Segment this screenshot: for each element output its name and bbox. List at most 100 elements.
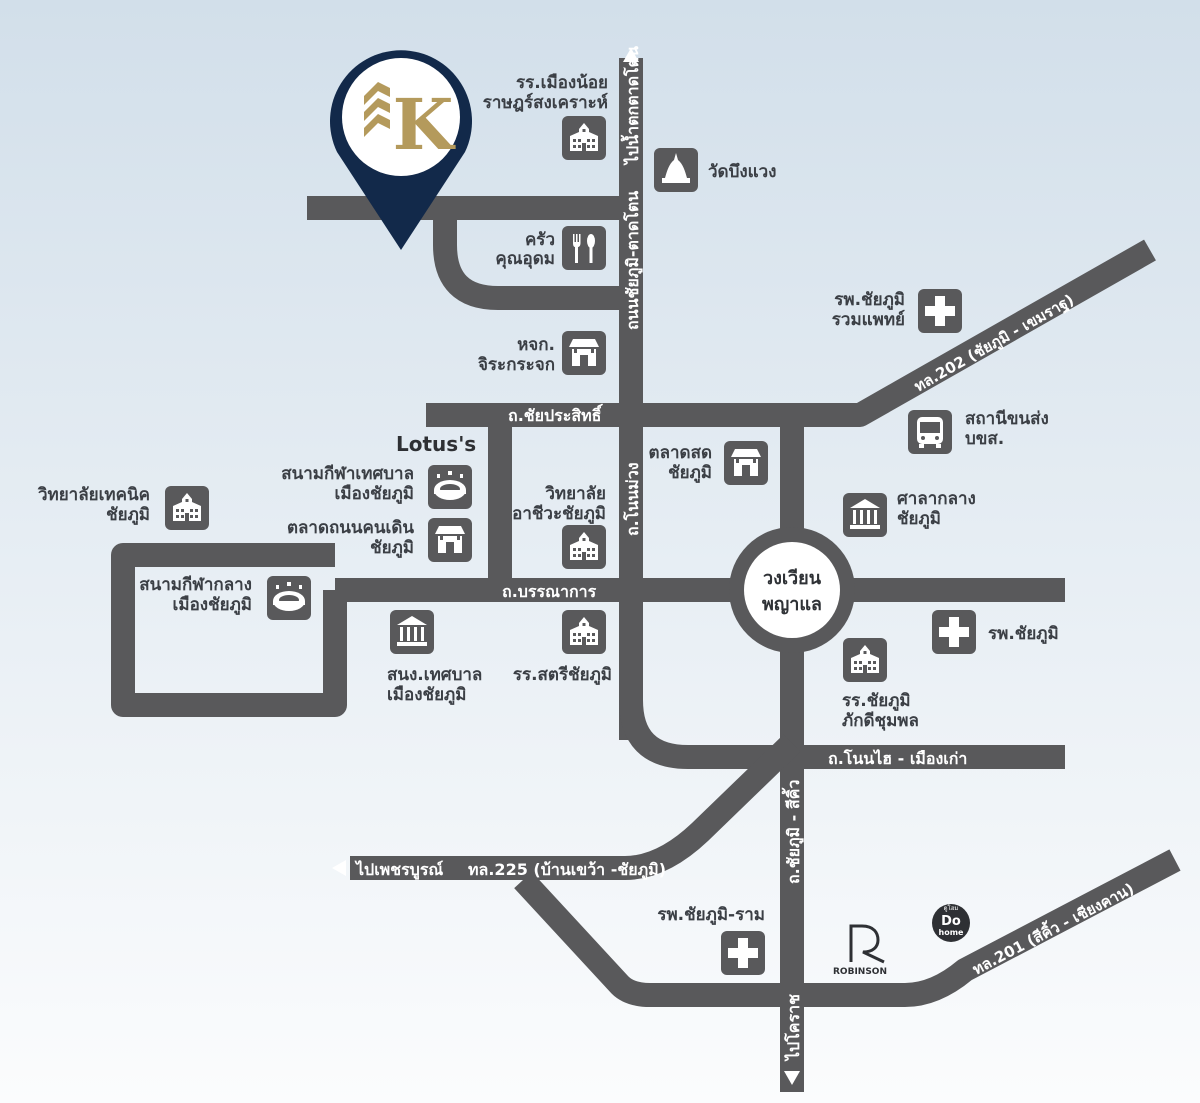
place-hospital-chaiyaphum: รพ.ชัยภูมิ [932,610,1059,654]
place-stadium-municipal: สนามกีฬาเทศบาล เมืองชัยภูมิ [281,463,472,509]
temple-icon [654,148,698,192]
stadium-icon [428,465,472,509]
place-robinson: ROBINSON [833,924,887,977]
place-central-stadium: สนามกีฬากลาง เมืองชัยภูมิ [139,574,311,620]
bus-icon [908,410,952,454]
dohome-logo-do: Do [941,914,961,929]
place-label: ตลาดถนนคนเดิน [287,518,414,538]
roundabout-name-line2: พญาแล [762,594,822,615]
shop-icon [724,441,768,485]
place-hospital-ram: รพ.ชัยภูมิ-ราม [657,905,765,975]
government-building-icon [843,493,887,537]
place-lotus: Lotus's [396,432,476,456]
place-label: วัดบึงแวง [708,162,776,182]
roundabout: วงเวียน พญาแล [729,527,855,653]
shop-icon [562,331,606,375]
school-icon [562,610,606,654]
place-girls-school: รร.สตรีชัยภูมิ [513,610,612,686]
road-label-to-korat: ไปโคราช [783,994,803,1062]
place-label: คุณอุดม [495,249,555,269]
road-label-to-phetchabun: ไปเพชรบูรณ์ [354,860,443,881]
place-label: เมืองชัยภูมิ [173,594,252,616]
place-label: สนามกีฬากลาง [139,574,252,595]
dohome-logo [932,904,970,942]
place-label: รพ.ชัยภูมิ [834,290,905,311]
place-label: ศาลากลาง [897,489,976,509]
road-label-north: ถนนชัยภูมิ-ตาดโตน [622,191,644,330]
place-label: อาชีวะชัยภูมิ [512,503,606,525]
place-label: ราษฎร์สงเคราะห์ [483,92,608,113]
place-label: ชัยภูมิ [897,509,941,530]
road-label-bannakan: ถ.บรรณาการ [502,582,597,601]
place-label: เมืองชัยภูมิ [387,684,466,706]
school-icon [165,486,209,530]
place-label: เมืองชัยภูมิ [335,483,414,505]
place-label: รร.เมืองน้อย [516,72,608,93]
fork-knife-icon [562,226,606,270]
place-label: สถานีขนส่ง [965,408,1049,429]
road-label-chaiprasit: ถ.ชัยประสิทธิ์ [508,404,603,425]
hw225-road [350,734,801,880]
roundabout-name-line1: วงเวียน [763,568,822,589]
southwest-road [514,871,880,1007]
stadium-loop-road [111,543,347,717]
place-label: ภักดีชุมพล [842,710,919,731]
place-label: ชัยภูมิ [106,505,150,526]
place-city-hall: ศาลากลาง ชัยภูมิ [843,489,976,537]
pin-logo-background [342,58,460,176]
place-label: ตลาดสด [649,443,712,463]
robinson-logo-text: ROBINSON [833,967,887,977]
place-label: จิระกระจก [478,355,555,375]
road-label-hw225: ทล.225 (บ้านเขว้า -ชัยภูมิ) [468,860,666,881]
dohome-logo-small: ดูโฮม [944,904,959,912]
place-walking-street: ตลาดถนนคนเดิน ชัยภูมิ [287,518,472,562]
road-label-chaiyaphum-sikhio: ถ.ชัยภูมิ - สีคิ้ว [781,780,805,884]
place-tech-college: วิทยาลัยเทคนิค ชัยภูมิ [38,485,209,530]
building-logo-icon [364,82,390,137]
place-label: รร.สตรีชัยภูมิ [513,664,612,686]
place-label: ครัว [525,230,555,250]
hospital-cross-icon [918,289,962,333]
logo-letter: K [393,83,456,166]
arrow-icon [623,48,639,62]
place-label: รพ.ชัยภูมิ [988,624,1059,645]
place-fresh-market: ตลาดสด ชัยภูมิ [649,441,768,485]
place-label: สนง.เทศบาล [387,665,482,685]
school-icon [562,525,606,569]
place-school-muangnoi: รร.เมืองน้อย ราษฎร์สงเคราะห์ [483,72,608,160]
hw201-road [880,849,1181,1007]
place-label: หจก. [517,335,555,355]
place-hospital-ruampat: รพ.ชัยภูมิ รวมแพทย์ [832,289,962,333]
road-label-nonmuang: ถ.โนนม่วง [622,462,642,536]
place-label: บขส. [965,429,1004,449]
arrow-icon [332,860,346,876]
place-store-jira: หจก. จิระกระจก [478,331,606,375]
place-school-phakdi: รร.ชัยภูมิ ภักดีชุมพล [842,638,919,731]
place-dohome: ดูโฮม Do home [932,904,970,942]
nonthai-road [619,699,1065,769]
place-label: ชัยภูมิ [668,463,712,484]
chaiprasit-road [426,239,1156,427]
road-arrows [332,48,800,1085]
place-municipal-office: สนง.เทศบาล เมืองชัยภูมิ [387,610,482,706]
hospital-cross-icon [932,610,976,654]
place-label: สนามกีฬาเทศบาล [281,463,414,484]
shop-icon [428,518,472,562]
pin-loop-road [433,208,631,310]
hospital-cross-icon [721,931,765,975]
place-bus-station: สถานีขนส่ง บขส. [908,408,1049,454]
place-restaurant: ครัว คุณอุดม [495,226,606,270]
place-label: รวมแพทย์ [832,309,905,330]
school-icon [562,116,606,160]
robinson-logo [849,924,885,964]
road-label-to-north: ไปน้ำตกตาดโตน [620,46,642,166]
place-label: วิทยาลัย [545,484,606,504]
place-label: รพ.ชัยภูมิ-ราม [657,905,765,926]
lotus-logo-text: Lotus's [396,432,476,456]
location-pin[interactable]: K [330,50,473,251]
stadium-icon [267,576,311,620]
place-vocational-college: วิทยาลัย อาชีวะชัยภูมิ [512,484,606,569]
arrow-icon [784,1071,800,1085]
government-building-icon [390,610,434,654]
